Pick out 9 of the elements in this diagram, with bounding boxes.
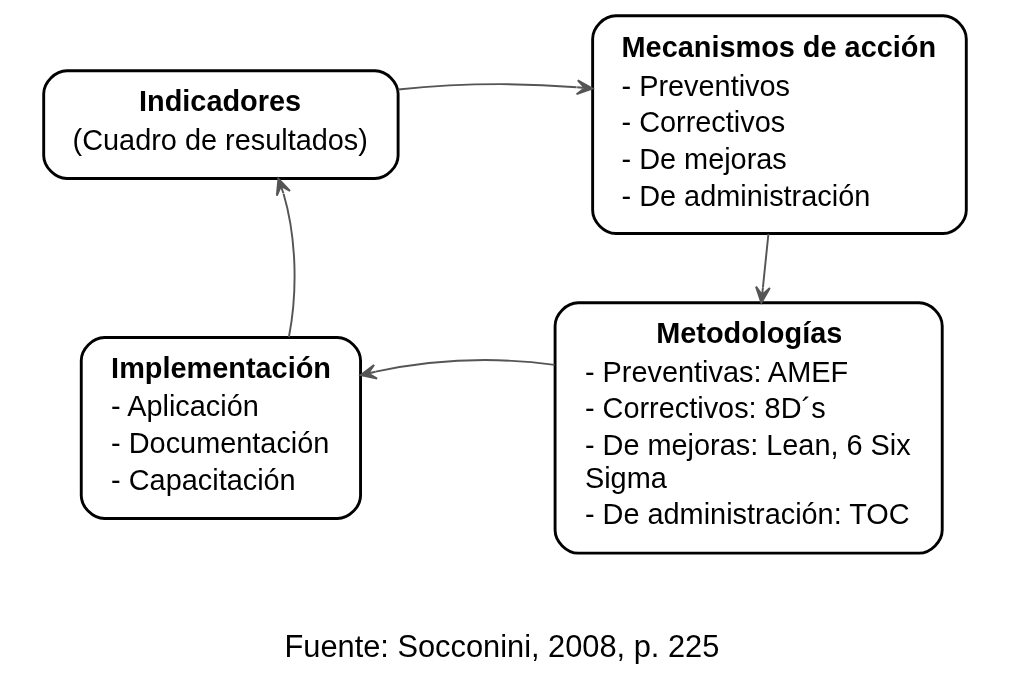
node-box: Metodologías - Preventivas: AMEF - Correctivos: 8D´s - De mejoras: Lean, 6 Six Sigma - De administración: TOC: [553, 301, 944, 555]
node-box: Indicadores (Cuadro de resultados): [41, 69, 400, 180]
caption: Fuente: Socconini, 2008, p. 225: [283, 629, 719, 665]
arrow: [275, 177, 296, 338]
node-box: Mecanismos de acción - Preventivos - Correctivos - De mejoras - De administración: [590, 14, 968, 235]
arrow: [754, 232, 771, 304]
node-box: Implementación - Aplicación - Documentación - Capacitación: [79, 336, 362, 520]
arrow: [359, 359, 556, 380]
arrow: [396, 79, 593, 96]
